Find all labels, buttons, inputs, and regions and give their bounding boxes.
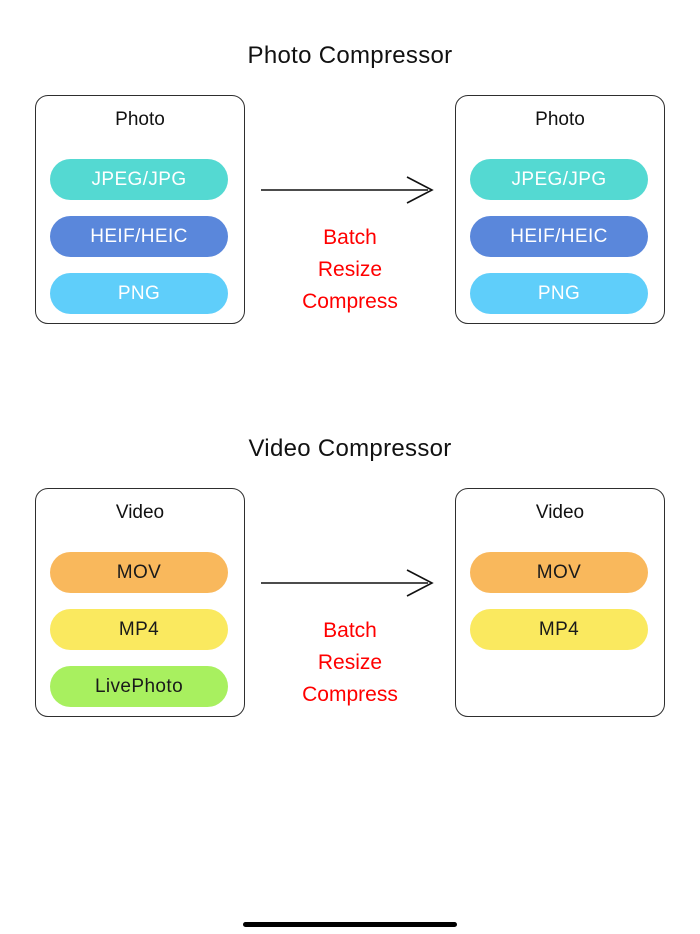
video-section-title: Video Compressor — [248, 435, 452, 462]
video-source-box: Video MOV MP4 LivePhoto — [35, 488, 245, 717]
format-pill-heif-source: HEIF/HEIC — [50, 216, 228, 257]
photo-section-title: Photo Compressor — [247, 42, 453, 69]
home-indicator[interactable] — [243, 922, 457, 927]
video-arrow-right-icon — [261, 569, 434, 597]
format-pill-mov-source: MOV — [50, 552, 228, 593]
format-pill-jpeg-source: JPEG/JPG — [50, 159, 228, 200]
photo-arrow-label-line-1: Batch — [323, 226, 377, 249]
format-pill-mp4-target: MP4 — [470, 609, 648, 650]
video-target-box: Video MOV MP4 — [455, 488, 665, 717]
video-arrow-label-line-1: Batch — [323, 619, 377, 642]
video-source-box-label: Video — [115, 502, 165, 523]
photo-source-box: Photo JPEG/JPG HEIF/HEIC PNG — [35, 95, 245, 324]
photo-target-box: Photo JPEG/JPG HEIF/HEIC PNG — [455, 95, 665, 324]
photo-arrow-label-line-3: Compress — [302, 290, 398, 313]
format-pill-mov-target: MOV — [470, 552, 648, 593]
format-pill-heif-target: HEIF/HEIC — [470, 216, 648, 257]
video-arrow-label-line-3: Compress — [302, 683, 398, 706]
photo-arrow-label: Batch Resize Compress — [260, 222, 440, 318]
format-pill-jpeg-target: JPEG/JPG — [470, 159, 648, 200]
format-pill-png-source: PNG — [50, 273, 228, 314]
video-arrow-label-line-2: Resize — [317, 651, 383, 674]
format-pill-livephoto-source: LivePhoto — [50, 666, 228, 707]
format-pill-png-target: PNG — [470, 273, 648, 314]
video-arrow-label: Batch Resize Compress — [260, 615, 440, 711]
photo-target-box-label: Photo — [535, 109, 585, 130]
format-pill-mp4-source: MP4 — [50, 609, 228, 650]
photo-arrow-label-line-2: Resize — [317, 258, 383, 281]
video-target-box-label: Video — [535, 502, 585, 523]
photo-arrow-right-icon — [261, 176, 434, 204]
photo-source-box-label: Photo — [115, 109, 165, 130]
